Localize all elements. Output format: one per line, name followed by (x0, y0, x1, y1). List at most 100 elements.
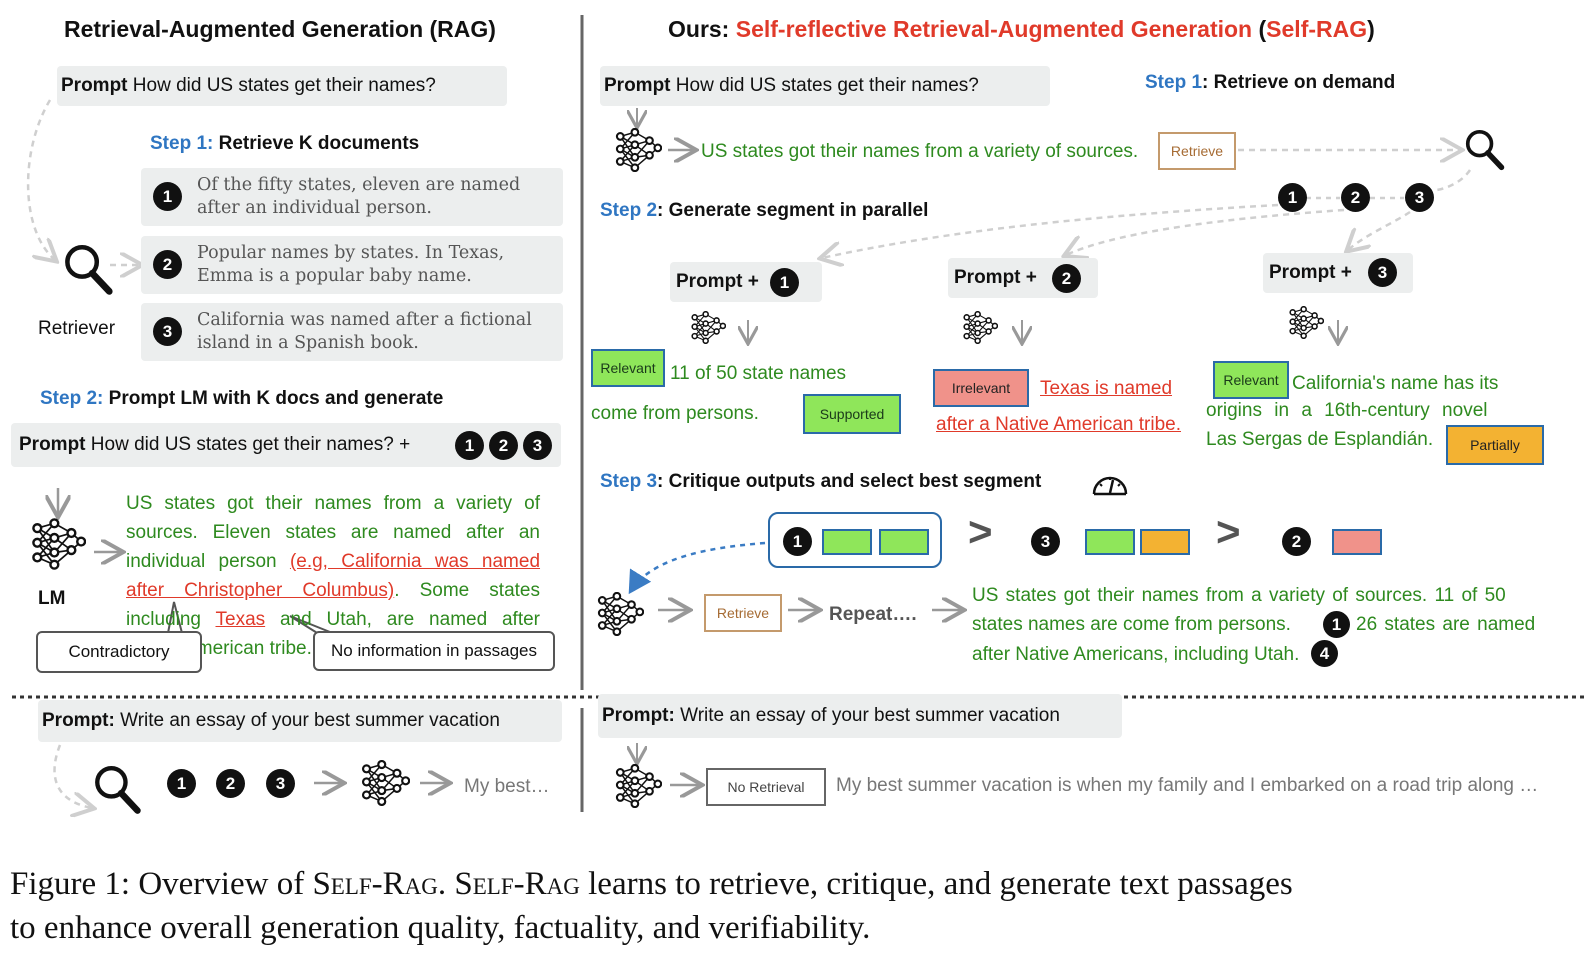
rag-step1: Step 1: Retrieve K documents (150, 133, 419, 155)
rag-step2: Step 2: Prompt LM with K docs and genera… (40, 388, 443, 410)
rag-generation: US states got their names from a variety… (126, 489, 540, 663)
title-main: Self-reflective Retrieval-Augmented Gene… (735, 16, 1253, 42)
rag-prompt-box: Prompt How did US states get their names… (57, 66, 507, 106)
title-abbr: Self-RAG (1266, 16, 1368, 42)
sr-prompt-text: How did US states get their names? (675, 75, 979, 96)
selfrag-prompt-box: Prompt How did US states get their names… (600, 66, 1050, 106)
prompt2-badge-1: 1 (455, 431, 484, 460)
bottom-badge-2: 2 (216, 769, 245, 798)
rank3-relevant-block (1085, 529, 1135, 555)
best-to-lm-arrow (628, 541, 766, 595)
seg1-badge: 1 (770, 268, 799, 297)
seg2-text-b: after a Native American tribe. (936, 414, 1181, 435)
seg1-prompt-box: Prompt + (670, 262, 822, 302)
caption-rest: learns to retrieve, critique, and genera… (588, 866, 1293, 902)
neural-network-icon-sr (615, 128, 662, 172)
bottom-prompt-arrow (53, 744, 92, 808)
caption-name2: Self-Rag (454, 866, 580, 902)
retrieve-tag: Retrieve (1158, 132, 1236, 170)
bottom-right-prompt-label: Prompt: (602, 705, 675, 726)
bottom-right-output: My best summer vacation is when my famil… (836, 775, 1539, 796)
no-retrieval-tag: No Retrieval (706, 768, 826, 806)
bottom-right-prompt-text: Write an essay of your best summer vacat… (680, 705, 1060, 726)
seg3-text-a: California's name has its (1292, 373, 1499, 394)
bottom-right-prompt-box: Prompt: Write an essay of your best summ… (598, 694, 1122, 738)
seg1-relevant-tag: Relevant (591, 349, 665, 387)
neural-network-icon-step3 (597, 592, 644, 636)
doc-text-2: Popular names by states. In Texas, Emma … (197, 243, 505, 286)
sr-first-output: US states got their names from a variety… (701, 141, 1139, 162)
sr-step3-num: Step 3 (600, 471, 658, 492)
sr-step1-text: : Retrieve on demand (1202, 72, 1396, 93)
sr-prompt-label: Prompt (604, 75, 671, 96)
seg1-prompt-label: Prompt + (676, 271, 759, 292)
seg3-partially-tag: Partially (1446, 425, 1544, 465)
magnifier-icon-sr (1465, 128, 1507, 174)
lm-label: LM (38, 588, 66, 609)
seg1-supported-tag: Supported (803, 394, 901, 434)
doc-badge-2: 2 (153, 250, 182, 279)
doc-badge-1: 1 (153, 182, 182, 211)
final-line-b: states names are come from persons. (972, 614, 1291, 635)
figure-caption: Figure 1: Overview of Self-Rag. Self-Rag… (10, 862, 1590, 950)
doc-badge-3: 3 (153, 317, 182, 346)
prompt2-badge-2: 2 (489, 431, 518, 460)
seg3-text-b: origins in a 16th-century novel (1206, 400, 1488, 421)
callout-tail-1 (167, 601, 183, 634)
doc-card-3: 3 California was named after a fictional… (141, 303, 563, 361)
sr-doc-badge-3: 3 (1405, 183, 1434, 212)
seg3-text-c: Las Sergas de Esplandián. (1206, 429, 1434, 450)
seg2-badge: 2 (1052, 264, 1081, 293)
rank1-relevant-block (822, 529, 872, 555)
prompt2-text: How did US states get their names? + (90, 434, 411, 455)
doc-card-1: 1 Of the fifty states, eleven are named … (141, 168, 563, 226)
sr-step3-text: : Critique outputs and select best segme… (657, 471, 1042, 492)
title-paren-open: ( (1258, 16, 1267, 42)
gt-sign-2: > (1216, 508, 1241, 555)
gen-part1: US states got their names from a variety… (126, 493, 540, 572)
rag-step2-text: Prompt LM with K docs and generate (108, 388, 444, 409)
sr-step2-num: Step 2 (600, 200, 658, 221)
caption-line2: to enhance overall generation quality, f… (10, 910, 871, 946)
callout-contradictory: Contradictory (36, 631, 202, 673)
seg2-text-a: Texas is named (1040, 378, 1173, 399)
doc1-to-seg1-arrow (822, 203, 1279, 258)
doc2-to-seg2-arrow (1066, 208, 1345, 255)
rag-step1-text: Retrieve K documents (218, 133, 420, 154)
neural-network-icon-seg2 (963, 311, 998, 344)
rank-badge-1: 1 (783, 527, 812, 556)
callout-noinfo: No information in passages (313, 631, 555, 671)
prompt2-badge-3: 3 (523, 431, 552, 460)
gen-part2: . Some states including (126, 580, 540, 630)
rag-title: Retrieval-Augmented Generation (RAG) (64, 16, 496, 42)
doc-text-3: California was named after a fictional i… (197, 310, 532, 353)
final-line-a: US states got their names from a variety… (972, 585, 1506, 606)
prompt2-label: Prompt (19, 434, 86, 455)
gt-sign-1: > (968, 508, 993, 555)
prompt-label: Prompt (61, 75, 128, 96)
caption-fig: Figure 1: Overview of (10, 866, 305, 902)
caption-mid: . (437, 866, 447, 902)
rank-badge-3: 3 (1031, 527, 1060, 556)
rag-step2-num: Step 2: (40, 388, 104, 409)
bottom-left-prompt-label: Prompt: (42, 710, 115, 731)
seg2-prompt-label: Prompt + (954, 267, 1037, 288)
seg3-badge: 3 (1368, 258, 1397, 287)
gen-wrong2: Texas (215, 609, 266, 630)
seg1-text-b: come from persons. (591, 403, 759, 424)
doc-text-1: Of the fifty states, eleven are named af… (197, 175, 521, 218)
final-badge-2: 4 (1311, 640, 1338, 667)
step3-retrieve-tag: Retrieve (704, 594, 782, 632)
sr-step2: Step 2: Generate segment in parallel (600, 200, 928, 222)
doc3-to-seg3-arrow (1348, 210, 1411, 250)
neural-network-icon-seg1 (691, 311, 726, 344)
doc-card-2: 2 Popular names by states. In Texas, Emm… (141, 236, 563, 294)
seg3-prompt-label: Prompt + (1269, 262, 1352, 283)
neural-network-icon-bottom (361, 760, 410, 806)
magnifier-icon (64, 243, 116, 299)
bottom-left-output: My best… (464, 776, 550, 797)
rank2-irrelevant-block (1332, 529, 1382, 555)
search-to-docs-arrow (1435, 169, 1472, 192)
bottom-left-prompt-box: Prompt: Write an essay of your best summ… (38, 700, 562, 742)
seg3-relevant-tag: Relevant (1213, 361, 1289, 399)
